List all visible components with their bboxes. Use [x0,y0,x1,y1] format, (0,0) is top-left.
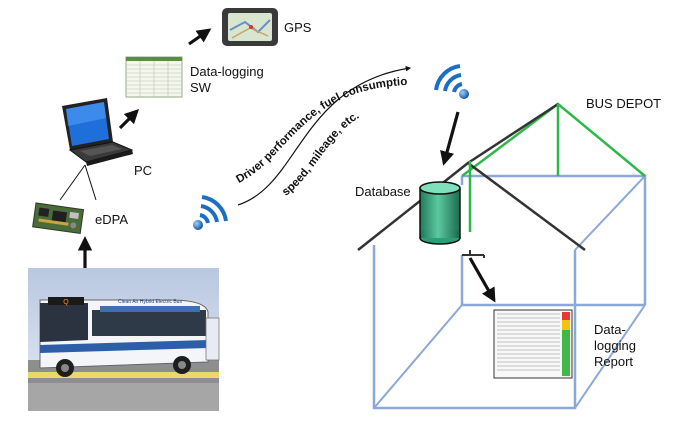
edpa-pc-connector [59,164,97,201]
report-label-line3: Report [594,354,634,369]
gps-label: GPS [284,20,312,35]
bus-banner-text: Clean Air Hybrid Electric Bus [118,299,182,305]
arrow-sw-to-gps [188,28,212,46]
database-label: Database [355,184,411,199]
arrow-pc-to-sw [118,108,140,130]
report-label-line2: logging [594,338,636,353]
bus-photo: Q Clean Air Hybrid Electric Bus [28,268,220,411]
report-label-line1: Data- [594,322,626,337]
bus-destination-sign: Q [63,299,69,306]
bus-depot-house [357,102,647,410]
pc-label: PC [134,163,153,178]
circuit-board-icon [32,202,85,235]
database-cylinder-icon [419,181,461,245]
datalogging-sw-label-line2: SW [190,80,211,95]
laptop-icon [62,98,134,166]
wireless-signal-icon [434,64,469,99]
spreadsheet-icon [125,56,183,98]
gps-device-icon [222,8,278,46]
report-document-icon [493,309,573,379]
bus-depot-label: BUS DEPOT [586,96,662,111]
wireless-signal-icon [193,195,228,230]
datalogging-sw-label: Data-logging SW [190,64,264,96]
arrow-database-to-report [468,257,496,303]
flow-arrows [77,28,496,303]
edpa-label: eDPA [95,212,128,227]
datalogging-report-label: Data- logging Report [594,322,636,370]
transmission-curve-arrow [237,65,412,206]
arrow-wifi-to-database [440,111,460,166]
datalogging-sw-label-line1: Data-logging [190,64,264,79]
